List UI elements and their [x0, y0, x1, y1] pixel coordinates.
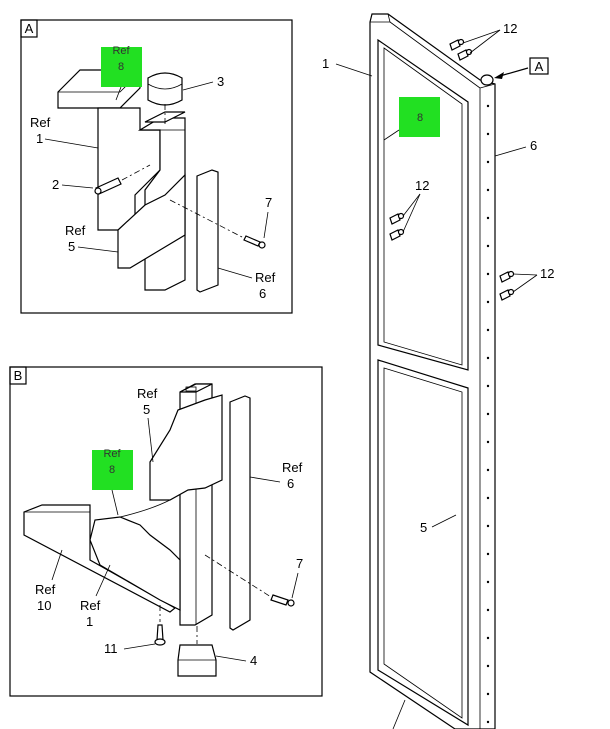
detail-a-frame	[20, 19, 293, 314]
detail-b-strip	[229, 395, 251, 631]
main-highlight-num: 8	[417, 112, 423, 124]
fasteners-12-top	[449, 38, 473, 61]
detail-a-screw	[243, 235, 261, 247]
detail-a-title: A	[25, 21, 34, 36]
detail-a-ref6-num: 6	[259, 286, 266, 301]
detail-b-highlight-ref: Ref	[103, 448, 121, 460]
detail-b-highlight-8	[92, 450, 133, 490]
detail-b-ref1-word: Ref	[80, 598, 101, 613]
main-door-assembly: 8 1 6 5 12 12 12 A	[322, 13, 554, 729]
detail-b-callout-4: 4	[250, 653, 257, 668]
main-callout-12-top: 12	[503, 21, 517, 36]
main-callout-1: 1	[322, 56, 329, 71]
detail-b-ref6-num: 6	[287, 476, 294, 491]
detail-b-ref10-num: 10	[37, 598, 51, 613]
main-callout-12-right: 12	[540, 266, 554, 281]
detail-a-ref1-word: Ref	[30, 115, 51, 130]
fasteners-12-mid	[389, 212, 405, 241]
detail-b-frame	[9, 366, 323, 697]
detail-b-title-box	[9, 366, 27, 385]
detail-a-highlight-num: 8	[118, 61, 124, 73]
detail-a-callout-7: 7	[265, 195, 272, 210]
detail-b-sheet	[89, 516, 181, 611]
detail-b-callout-7: 7	[296, 556, 303, 571]
main-callout-6: 6	[530, 138, 537, 153]
detail-a-strip	[196, 169, 219, 293]
detail-b-ref1-num: 1	[86, 614, 93, 629]
detail-a-ref1-num: 1	[36, 131, 43, 146]
fasteners-12-right	[499, 270, 515, 301]
main-highlight-8	[399, 97, 440, 137]
detail-b-ref6-word: Ref	[282, 460, 303, 475]
main-detail-a-label: A	[535, 59, 544, 74]
detail-a-ref6-word: Ref	[255, 270, 276, 285]
detail-b-screw-7	[270, 594, 289, 606]
main-callout-12-mid: 12	[415, 178, 429, 193]
detail-a-callout-3: 3	[217, 74, 224, 89]
detail-b-cap	[177, 644, 217, 677]
main-detail-a-box	[529, 57, 549, 75]
main-detail-a-arrow	[494, 72, 504, 79]
detail-a-panel	[117, 173, 186, 269]
detail-b-title: B	[14, 368, 23, 383]
door-lower-window	[377, 359, 469, 727]
detail-b-ref10-word: Ref	[35, 582, 56, 597]
detail-a-highlight-8	[101, 47, 142, 87]
door-rivets	[486, 104, 490, 724]
detail-a-ref5-word: Ref	[65, 223, 86, 238]
main-callout-5: 5	[420, 520, 427, 535]
detail-b-ref5-num: 5	[143, 402, 150, 417]
detail-b-ref5-word: Ref	[137, 386, 158, 401]
detail-b: B Ref 8 Ref 5 Re	[9, 366, 323, 697]
detail-a-title-box	[20, 19, 38, 38]
detail-b-panel	[149, 394, 223, 501]
detail-b-highlight-num: 8	[109, 464, 115, 476]
door-top-cap	[480, 74, 494, 86]
detail-a-callout-2: 2	[52, 177, 59, 192]
detail-a-highlight-ref: Ref	[112, 45, 130, 57]
detail-b-callout-11: 11	[104, 641, 118, 656]
detail-b-screw-11	[156, 624, 164, 641]
detail-a: A Ref 8 Ref 1 2	[20, 19, 293, 314]
detail-a-ref5-num: 5	[68, 239, 75, 254]
